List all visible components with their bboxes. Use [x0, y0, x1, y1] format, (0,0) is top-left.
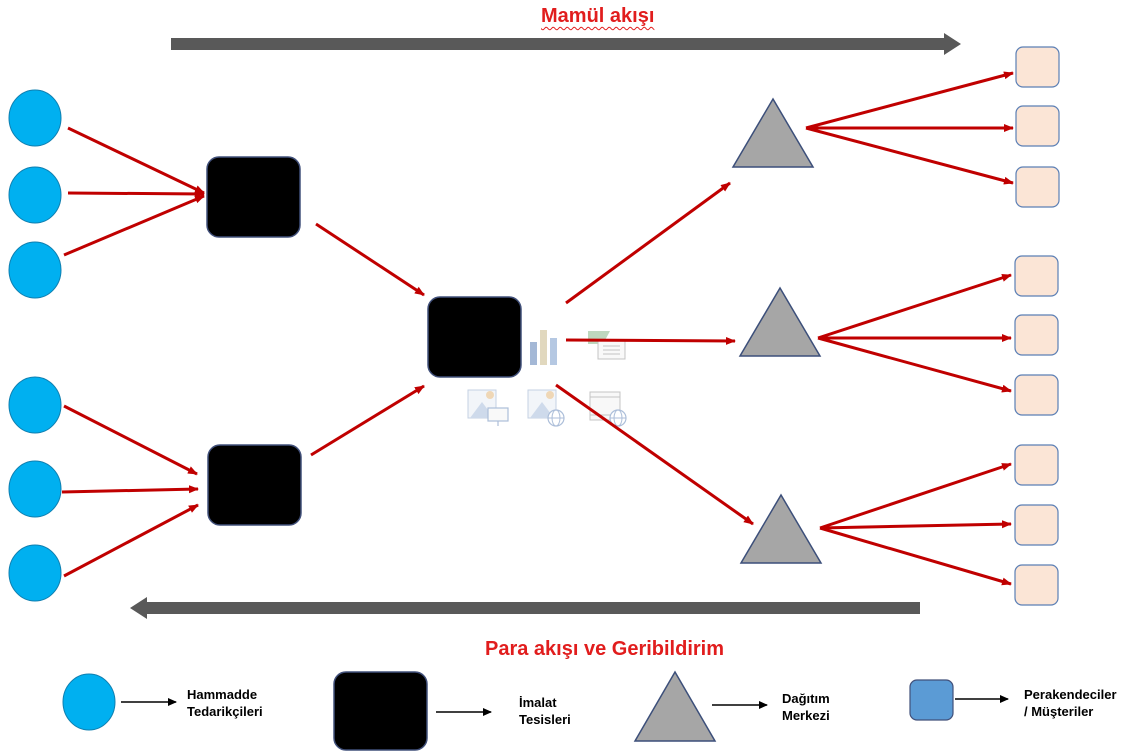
money-flow-arrow — [130, 597, 920, 619]
flow-arrow — [61, 485, 199, 494]
legend-label-manufacturing: İmalat Tesisleri — [519, 695, 571, 727]
legend — [62, 670, 1009, 751]
flow-arrow — [819, 462, 1012, 530]
legend-label-raw-suppliers: Hammadde Tedarikçileri — [187, 687, 263, 719]
retailer-group-top — [1015, 46, 1060, 208]
product-flow-title: Mamül akışı — [541, 5, 655, 27]
online-picture-placeholder-icon — [527, 389, 565, 427]
flow-arrows — [61, 71, 1014, 586]
supplier-node — [8, 89, 62, 147]
smartart-placeholder-icon — [588, 331, 626, 360]
product-flow-arrow — [171, 33, 961, 55]
flow-arrow — [819, 526, 1012, 586]
flow-arrow — [817, 336, 1012, 393]
retailer-node — [1014, 374, 1059, 416]
retailer-node — [1014, 504, 1059, 546]
supplier-group-top — [8, 89, 62, 299]
flow-arrow — [819, 520, 1012, 530]
flow-arrow — [805, 71, 1014, 130]
supplier-node — [8, 166, 62, 224]
flow-arrow — [67, 126, 205, 195]
legend-label-distribution: Dağıtım Merkezi — [782, 691, 830, 723]
retailer-node — [1015, 105, 1060, 147]
flow-arrow — [63, 503, 199, 578]
retailer-node — [1014, 564, 1059, 606]
retailer-node — [1014, 314, 1059, 356]
chart-placeholder-icon — [530, 330, 557, 365]
dc-node-bottom — [739, 493, 823, 564]
flow-arrow — [63, 194, 205, 257]
plant-node-top — [206, 156, 301, 238]
legend-dc-symbol — [633, 670, 717, 742]
supplier-node — [8, 241, 62, 299]
retailer-group-bottom — [1014, 444, 1059, 606]
flow-arrow — [63, 404, 198, 476]
picture-placeholder-icon — [467, 389, 509, 426]
flow-arrow — [310, 384, 425, 457]
flow-arrow — [565, 181, 731, 305]
retailer-node — [1014, 255, 1059, 297]
video-placeholder-icon — [589, 391, 627, 427]
flow-arrow — [555, 383, 754, 526]
legend-label-retailers: Perakendeciler / Müşteriler — [1024, 687, 1117, 719]
money-flow-title: Para akışı ve Geribildirim — [485, 638, 725, 660]
retailer-node — [1015, 46, 1060, 88]
dc-node-top — [731, 97, 815, 168]
legend-retailer-symbol — [909, 679, 954, 721]
flow-arrow — [805, 126, 1014, 185]
supplier-group-bottom — [8, 376, 62, 602]
flow-arrow — [817, 273, 1012, 340]
dc-node-middle — [738, 286, 822, 357]
flow-arrow — [315, 222, 425, 297]
plant-node-bottom — [207, 444, 302, 526]
supplier-node — [8, 460, 62, 518]
flow-arrow — [565, 336, 736, 345]
supplier-node — [8, 376, 62, 434]
plant-node-central — [427, 296, 522, 378]
flow-arrow — [67, 189, 205, 198]
retailer-node — [1014, 444, 1059, 486]
retailer-group-middle — [1014, 255, 1059, 416]
legend-supplier-symbol — [62, 673, 116, 731]
supplier-node — [8, 544, 62, 602]
retailer-node — [1015, 166, 1060, 208]
legend-plant-symbol — [333, 671, 428, 751]
